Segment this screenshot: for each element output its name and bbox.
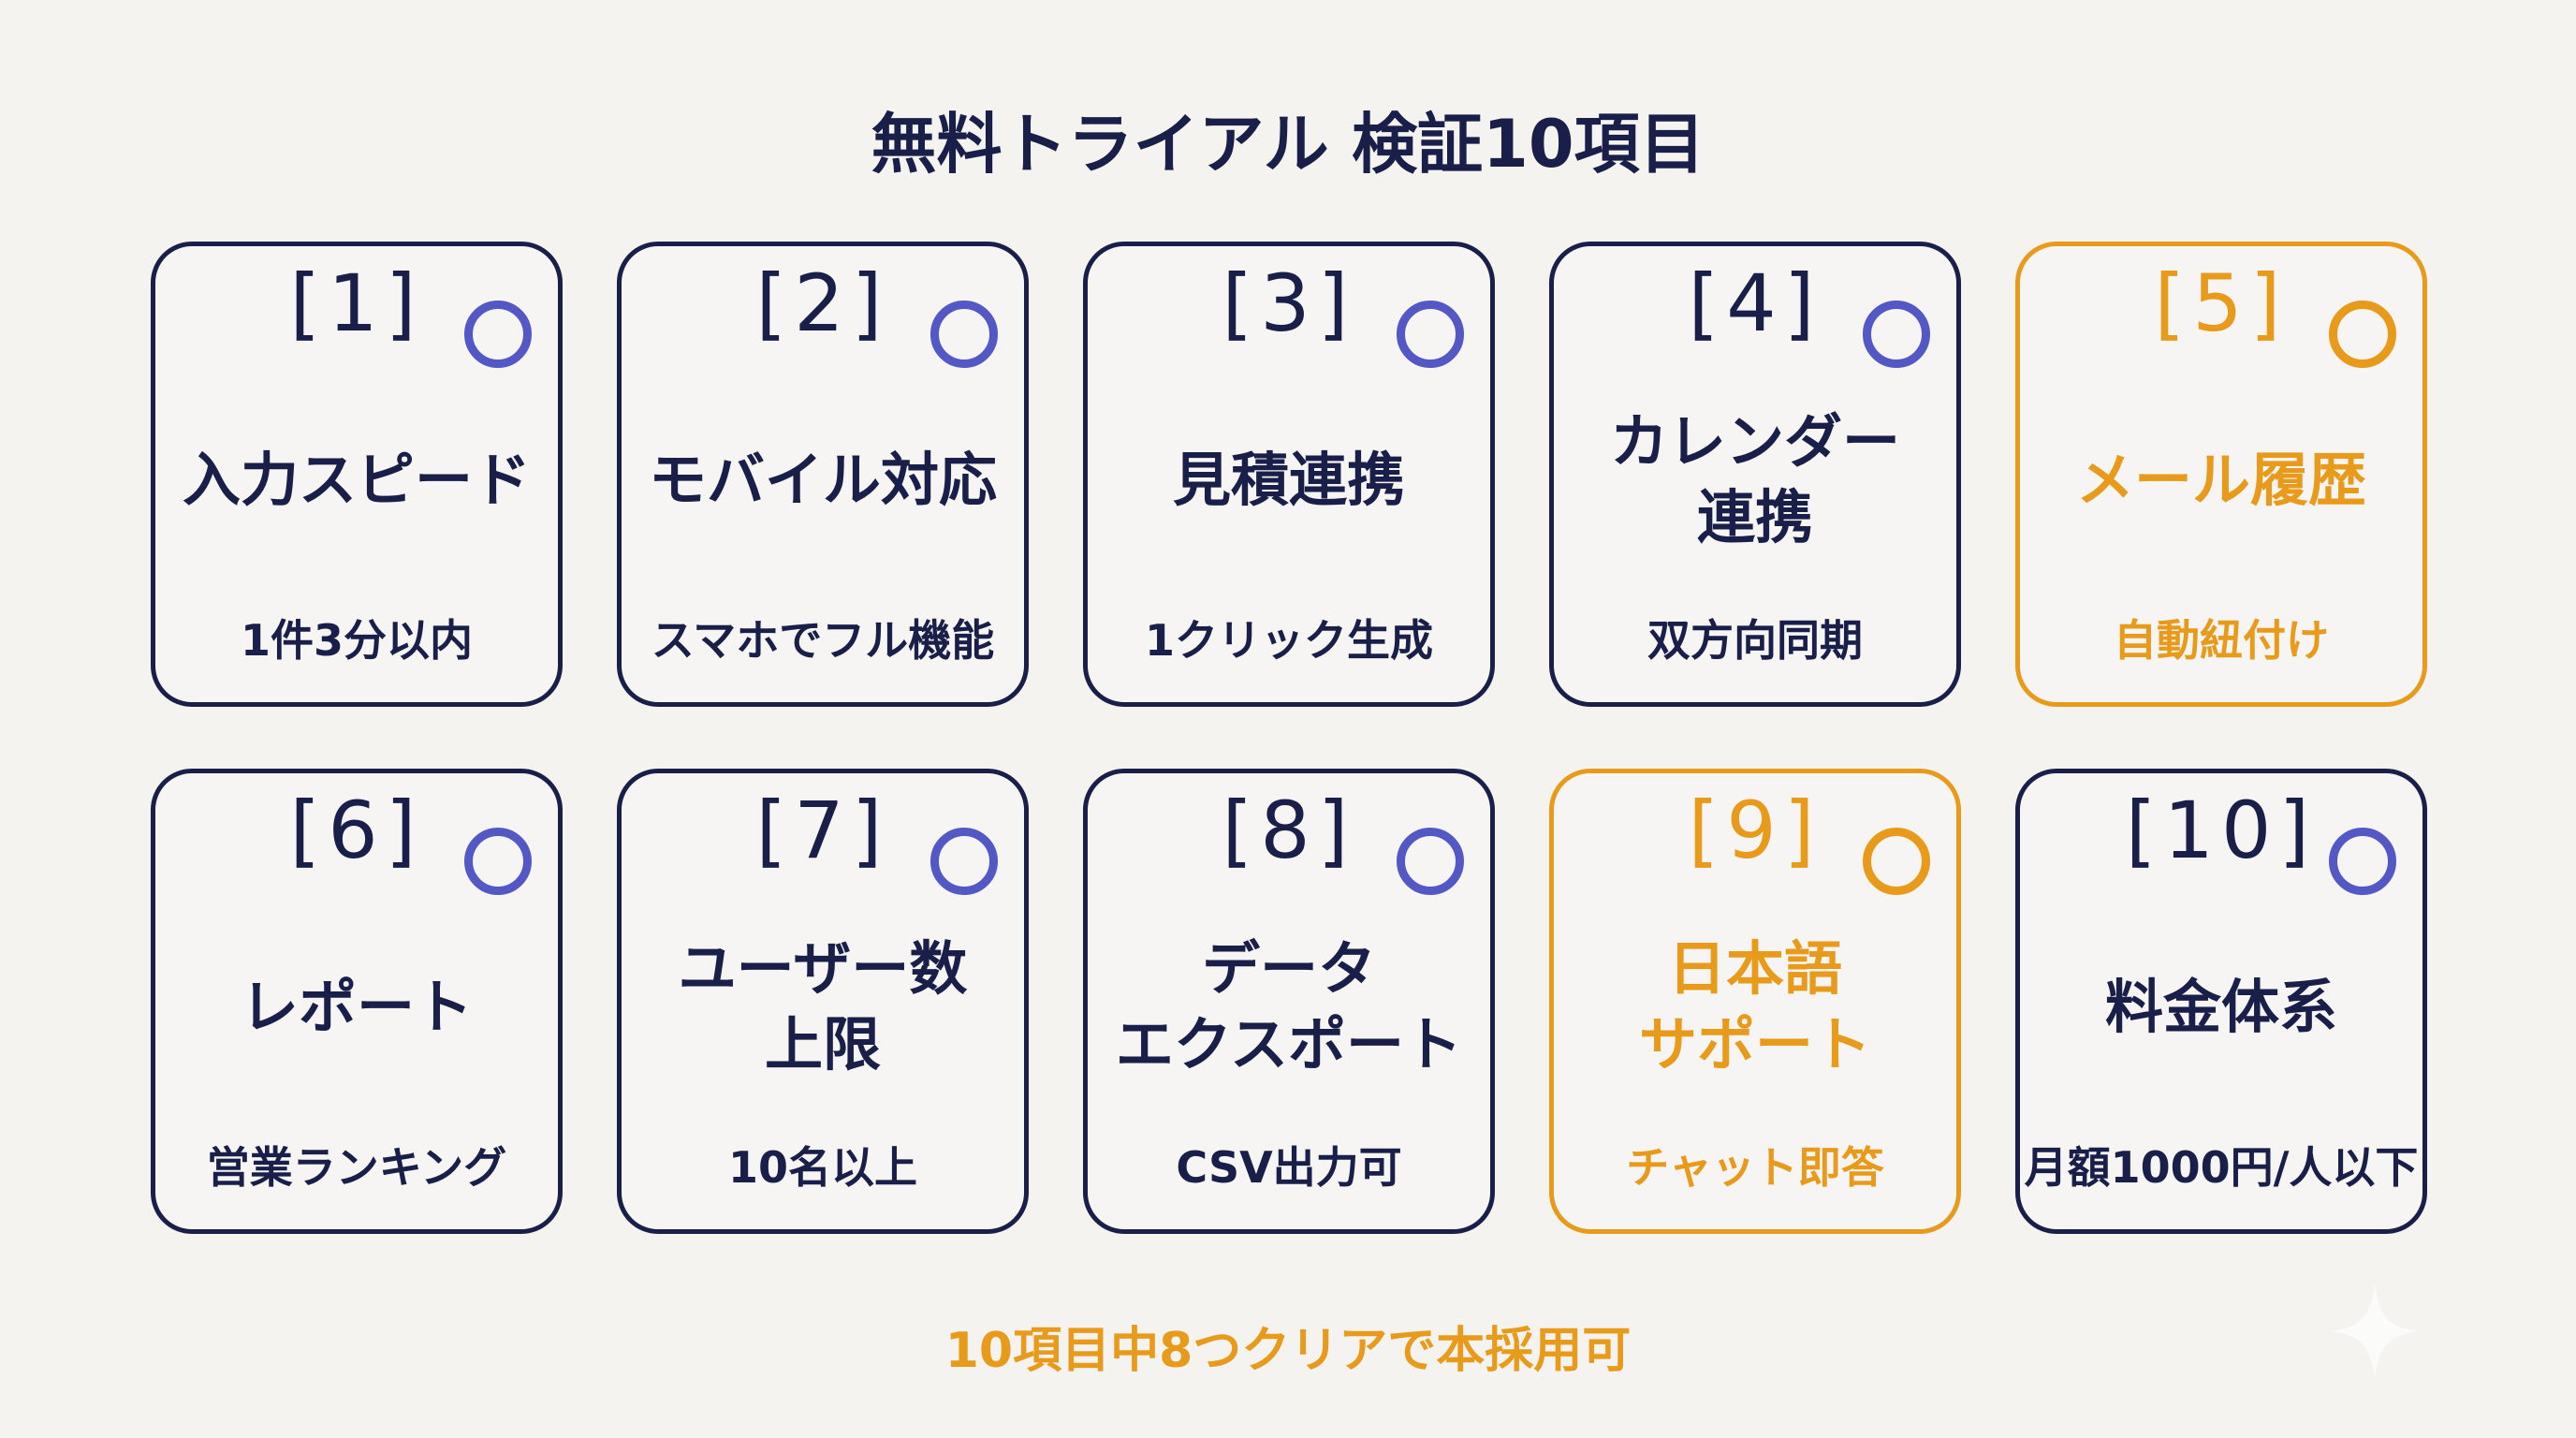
circle-mark-icon <box>2329 828 2396 895</box>
item-criterion: 自動紐付け <box>2114 615 2329 666</box>
item-number: [5] <box>2154 257 2289 349</box>
circle-mark-icon <box>930 828 998 895</box>
check-item-card: [7] ユーザー数 上限 10名以上 <box>617 769 1029 1234</box>
item-number: [2] <box>755 257 890 349</box>
item-criterion: 月額1000円/人以下 <box>2024 1142 2419 1193</box>
item-number: [7] <box>755 785 890 876</box>
item-criterion: 1件3分以内 <box>240 615 473 666</box>
item-number: [1] <box>289 257 424 349</box>
check-item-card: [2] モバイル対応 スマホでフル機能 <box>617 242 1029 707</box>
checklist-grid: [1] 入力スピード 1件3分以内[2] モバイル対応 スマホでフル機能[3] … <box>151 242 2427 1234</box>
circle-mark-icon <box>1397 828 1464 895</box>
item-label: メール履歴 <box>2075 445 2366 514</box>
item-criterion: 10名以上 <box>727 1142 917 1193</box>
check-item-card: [3] 見積連携 1クリック生成 <box>1083 242 1495 707</box>
circle-mark-icon <box>930 301 998 368</box>
circle-mark-icon <box>1863 828 1930 895</box>
item-label: 入力スピード <box>182 445 531 514</box>
item-number: [4] <box>1688 257 1822 349</box>
item-number: [3] <box>1222 257 1356 349</box>
item-label: レポート <box>240 972 473 1041</box>
item-criterion: 営業ランキング <box>206 1142 507 1193</box>
adoption-criteria-note: 10項目中8つクリアで本採用可 <box>944 1323 1632 1379</box>
item-criterion: スマホでフル機能 <box>651 615 995 666</box>
item-criterion: チャット即答 <box>1626 1142 1884 1193</box>
item-number: [8] <box>1222 785 1356 876</box>
item-label: モバイル対応 <box>648 445 997 514</box>
item-label: 日本語 サポート <box>1638 934 1871 1078</box>
sparkle-icon <box>2333 1284 2417 1378</box>
item-label: ユーザー数 上限 <box>678 934 968 1078</box>
circle-mark-icon <box>1397 301 1464 368</box>
item-label: 料金体系 <box>2104 972 2337 1041</box>
check-item-card: [9] 日本語 サポート チャット即答 <box>1549 769 1961 1234</box>
item-number: [10] <box>2125 785 2318 876</box>
circle-mark-icon <box>464 828 532 895</box>
check-item-card: [1] 入力スピード 1件3分以内 <box>151 242 563 707</box>
check-item-card: [8] データ エクスポート CSV出力可 <box>1083 769 1495 1234</box>
check-item-card: [6] レポート 営業ランキング <box>151 769 563 1234</box>
circle-mark-icon <box>464 301 532 368</box>
item-criterion: 双方向同期 <box>1647 615 1863 666</box>
circle-mark-icon <box>1863 301 1930 368</box>
item-label: 見積連携 <box>1172 445 1405 514</box>
circle-mark-icon <box>2329 301 2396 368</box>
item-number: [6] <box>289 785 424 876</box>
item-criterion: 1クリック生成 <box>1144 615 1433 666</box>
item-label: カレンダー 連携 <box>1609 407 1900 551</box>
item-criterion: CSV出力可 <box>1176 1142 1402 1193</box>
check-item-card: [4] カレンダー 連携 双方向同期 <box>1549 242 1961 707</box>
check-item-card: [10] 料金体系 月額1000円/人以下 <box>2015 769 2427 1234</box>
page-title: 無料トライアル 検証10項目 <box>871 106 1705 183</box>
check-item-card: [5] メール履歴 自動紐付け <box>2015 242 2427 707</box>
item-label: データ エクスポート <box>1115 934 1463 1078</box>
item-number: [9] <box>1688 785 1822 876</box>
